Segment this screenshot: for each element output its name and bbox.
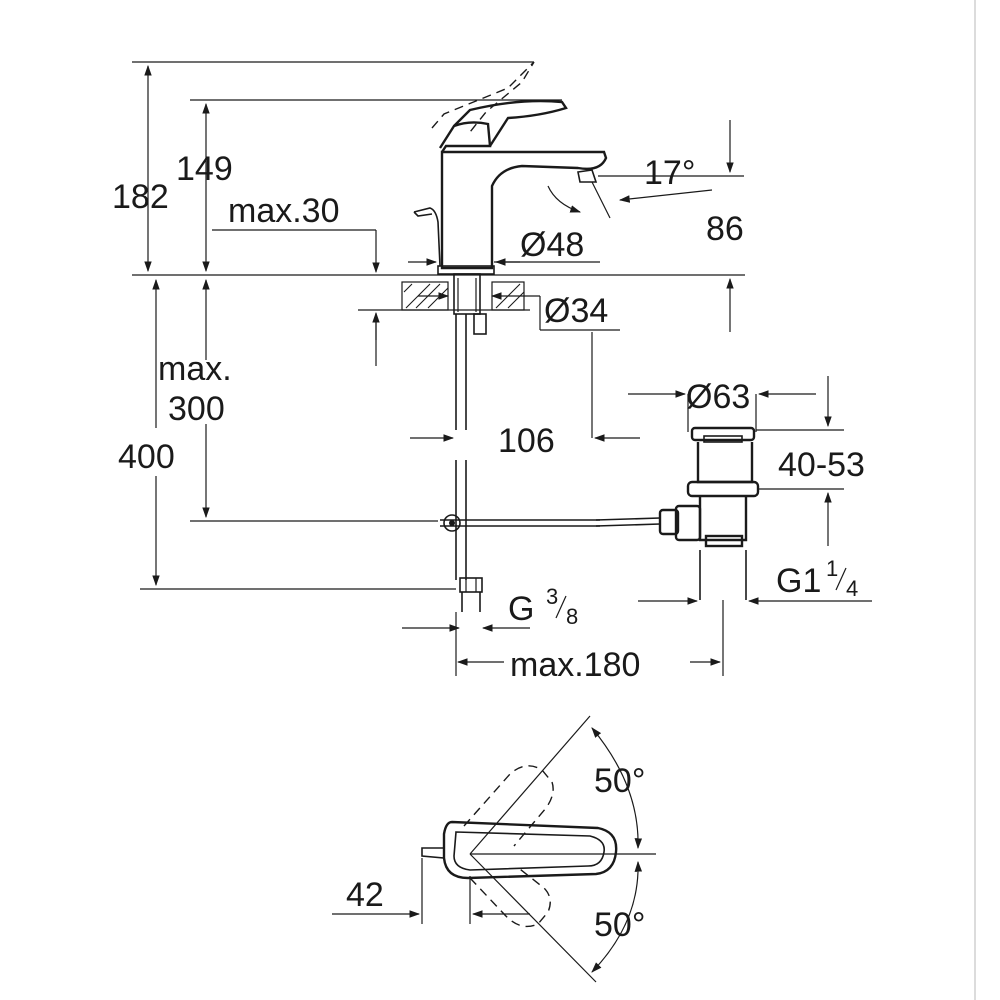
pull-rod bbox=[440, 514, 661, 532]
dim-height-total: 182 bbox=[112, 178, 169, 216]
dim-lever-angle-top: 50° bbox=[594, 762, 645, 800]
dim-max-thickness: max.30 bbox=[228, 192, 340, 230]
dim-waste-thread-num: 1 bbox=[826, 556, 838, 581]
dim-waste-adjust: 40-53 bbox=[778, 446, 865, 484]
dim-lever-angle-bottom: 50° bbox=[594, 906, 645, 944]
dim-spout-height: 86 bbox=[706, 210, 744, 248]
dim-height-body: 149 bbox=[176, 150, 233, 188]
dim-waste-diameter: Ø63 bbox=[686, 378, 750, 416]
dim-spout-angle: 17° bbox=[644, 154, 695, 192]
dim-hose-max-2: 300 bbox=[168, 390, 225, 428]
dim-hole-diameter: Ø34 bbox=[544, 292, 608, 330]
dim-hose-thread-den: 8 bbox=[566, 604, 578, 629]
dim-hose-thread-num: 3 bbox=[546, 584, 558, 609]
dim-waste-thread-den: 4 bbox=[846, 576, 858, 601]
dim-max-reach: max.180 bbox=[510, 646, 640, 684]
dim-spout-projection: 106 bbox=[498, 422, 555, 460]
waste-assembly bbox=[658, 426, 760, 600]
dim-base-diameter: Ø48 bbox=[520, 226, 584, 264]
dim-hose-max-1: max. bbox=[158, 350, 232, 388]
dim-total-length: 400 bbox=[118, 438, 175, 476]
supply-hoses bbox=[455, 314, 483, 612]
dim-waste-thread: G1 bbox=[776, 562, 821, 600]
counter-section bbox=[358, 273, 530, 335]
dim-lever-offset: 42 bbox=[346, 876, 384, 914]
dim-hose-thread: G bbox=[508, 590, 534, 628]
